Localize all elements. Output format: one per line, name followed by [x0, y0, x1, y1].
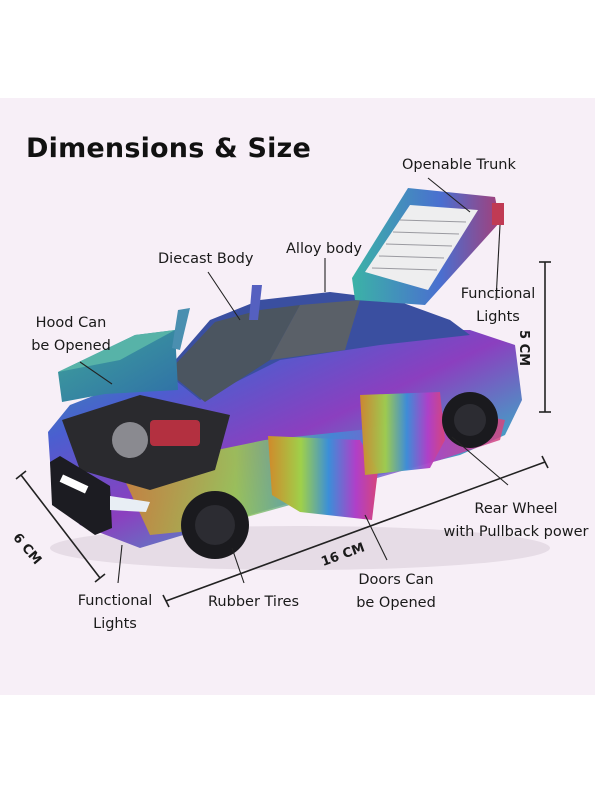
leader-rear-wheel	[451, 436, 509, 486]
dim-width-line	[20, 474, 101, 579]
callout-functional-lights-rear: Functional Lights	[455, 283, 541, 329]
open-hood	[58, 330, 178, 402]
leader-front-lights	[117, 544, 123, 584]
callout-line: Rear Wheel	[474, 501, 558, 517]
callout-line: Lights	[476, 309, 520, 325]
windshield	[168, 305, 300, 402]
callout-hood: Hood Can be Opened	[26, 312, 116, 358]
dimension-height-label: 5 CM	[516, 330, 531, 367]
callout-line: Functional	[460, 286, 536, 302]
callout-doors: Doors Can be Opened	[348, 569, 444, 615]
callout-line: be Opened	[356, 595, 436, 611]
leader-rubber-tires	[231, 547, 245, 584]
callout-functional-lights-front: Functional Lights	[70, 590, 160, 636]
callout-line: Doors Can	[358, 572, 434, 588]
side-window	[270, 300, 360, 360]
front-door-open	[268, 436, 378, 520]
callout-openable-trunk: Openable Trunk	[402, 157, 516, 173]
callout-diecast-body: Diecast Body	[158, 251, 254, 267]
dim-length-line	[165, 461, 546, 602]
rear-door-open	[360, 392, 445, 475]
leader-functional-lights-rear	[495, 224, 501, 301]
headlight	[110, 496, 150, 512]
page-title: Dimensions & Size	[26, 133, 311, 164]
callout-alloy-body: Alloy body	[286, 241, 362, 257]
callout-line: Functional	[77, 593, 153, 609]
leader-diecast-body	[207, 271, 241, 321]
callout-line: Hood Can	[35, 315, 107, 331]
leader-hood	[79, 361, 113, 385]
callout-line: Lights	[93, 616, 137, 632]
leader-doors	[364, 514, 388, 561]
callout-line: be Opened	[31, 338, 111, 354]
callout-line: with Pullback power	[443, 524, 589, 540]
leader-openable-trunk	[427, 177, 471, 213]
callout-rear-wheel: Rear Wheel with Pullback power	[438, 498, 594, 544]
callout-rubber-tires: Rubber Tires	[208, 594, 300, 610]
